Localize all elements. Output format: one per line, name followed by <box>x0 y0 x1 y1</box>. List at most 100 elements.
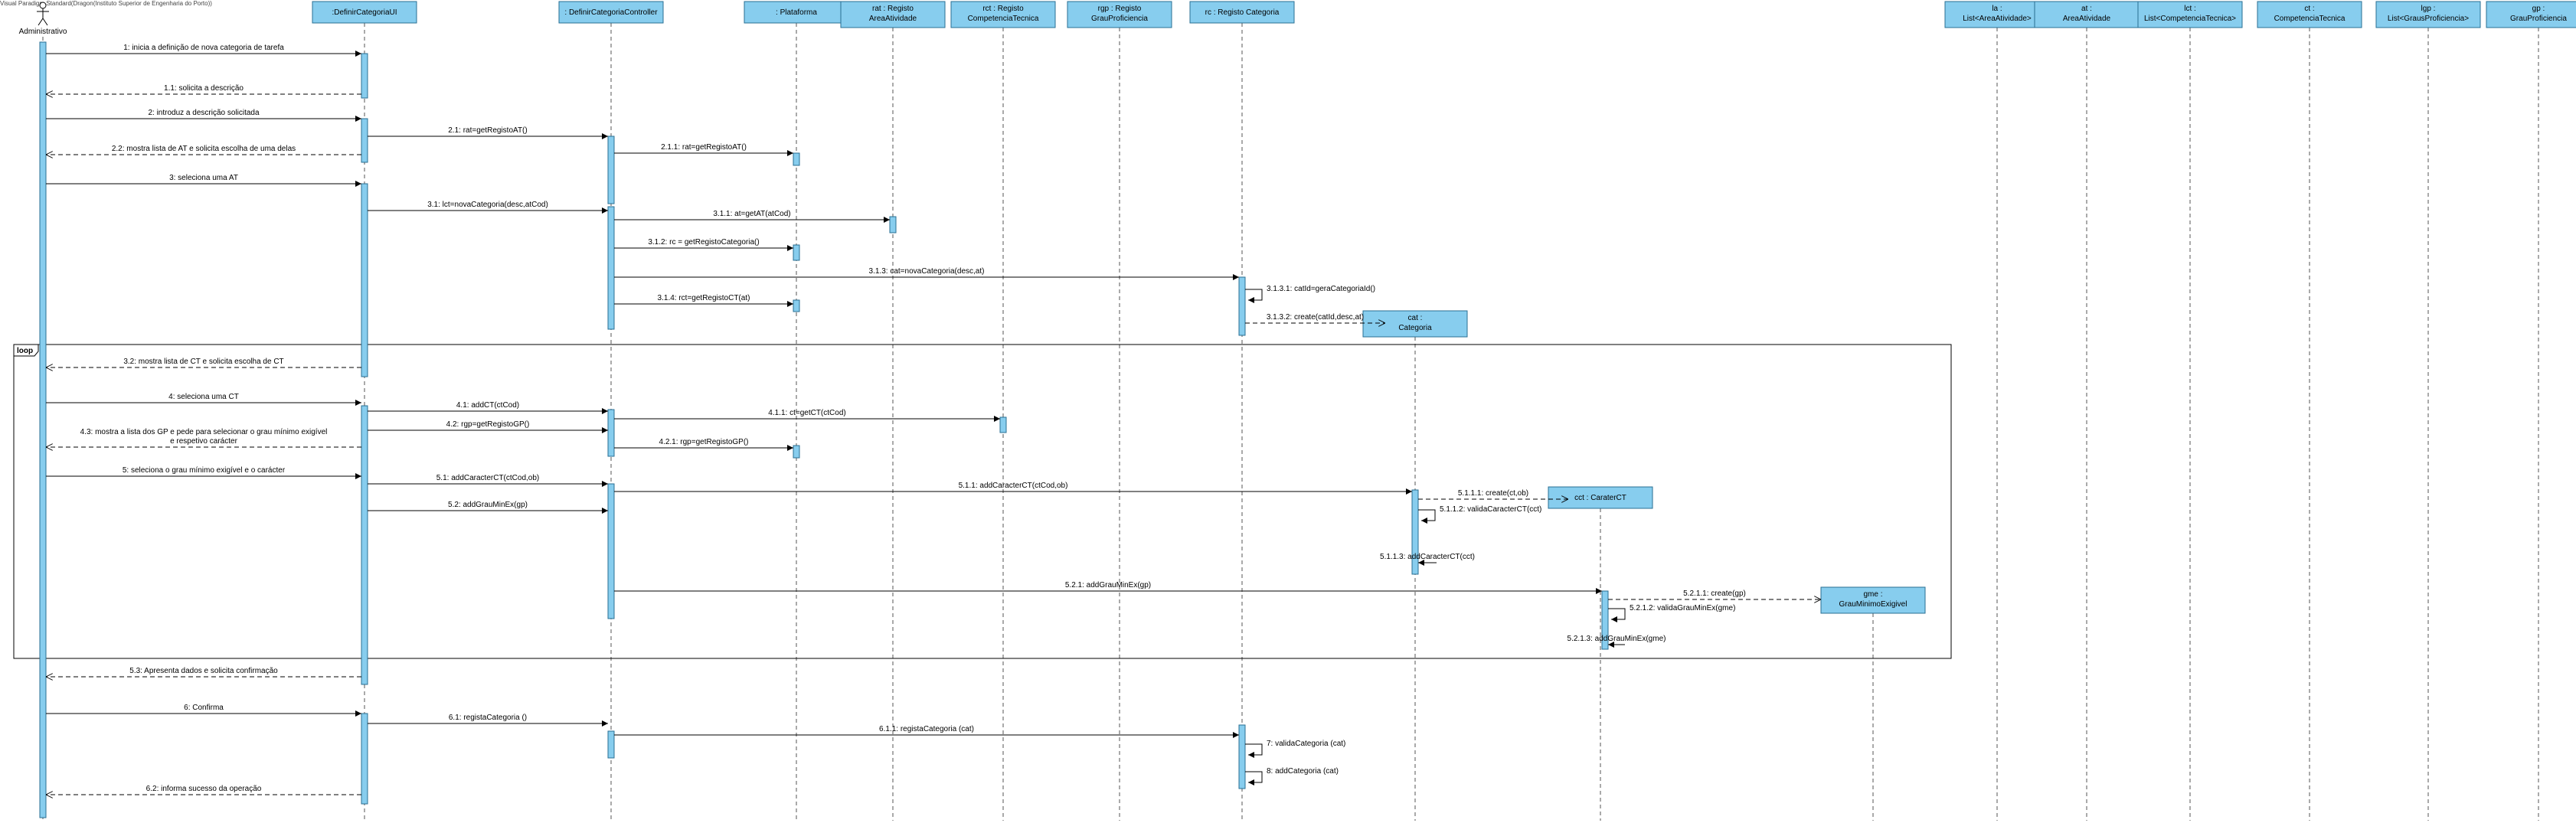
message-14: 3.1.3.2: create(catId,desc,at) <box>1245 313 1385 323</box>
message-label: 3.1.1: at=getAT(atCod) <box>713 210 790 218</box>
message-34: 6: Confirma <box>46 704 361 717</box>
message-label: 5.2.1.2: validaGrauMinEx(gme) <box>1630 604 1735 612</box>
participant-rat-label: AreaAtividade <box>869 15 917 23</box>
created-gme-label: GrauMinimoExigivel <box>1839 600 1907 609</box>
message-16: 4: seleciona uma CT <box>46 393 361 406</box>
message-10: 3.1.2: rc = getRegistoCategoria() <box>614 238 793 251</box>
participant-ui: :DefinirCategoriaUI <box>312 1 417 24</box>
message-label: 3.1.3.1: catId=geraCategoriaId() <box>1267 285 1375 293</box>
message-32: 5.2.1.3: addGrauMinEx(gme) <box>1568 635 1666 648</box>
message-2: 1.1: solicita a descrição <box>46 84 361 94</box>
message-15: 3.2: mostra lista de CT e solicita escol… <box>46 358 361 367</box>
participant-rgp-box <box>1067 1 1172 28</box>
participant-lct: lct : List<CompetenciaTecnica> <box>2137 1 2243 28</box>
participant-plat-box <box>744 1 849 24</box>
activation-bar <box>607 136 615 204</box>
participant-at-label: AreaAtividade <box>2063 15 2111 23</box>
activation-bar <box>1238 724 1246 789</box>
message-7: 3: seleciona uma AT <box>46 174 361 187</box>
message-label: 5: seleciona o grau mínimo exigível e o … <box>123 466 286 475</box>
activation-bar <box>607 409 615 457</box>
participant-rat-box <box>840 1 946 28</box>
message-label: 5.1: addCaracterCT(ctCod,ob) <box>436 474 540 482</box>
participant-gp-label: gp : <box>2532 5 2545 13</box>
loop-tag <box>13 344 39 357</box>
participant-rgp-label: rgp : Registo <box>1098 5 1142 13</box>
message-label: 3.1.2: rc = getRegistoCategoria() <box>648 238 759 247</box>
message-arrow <box>1608 608 1626 622</box>
message-label: 3.2: mostra lista de CT e solicita escol… <box>123 358 283 366</box>
message-label: 2.1.1: rat=getRegistoAT() <box>661 143 747 152</box>
loop-fragment <box>13 344 1952 659</box>
participant-ctrl-box <box>558 1 664 24</box>
activation-bar <box>361 53 368 99</box>
message-17: 4.1: addCT(ctCod) <box>368 401 608 414</box>
message-label: 5.3: Apresenta dados e solicita confirma… <box>129 667 278 675</box>
message-30: 5.2.1.1: create(gp) <box>1608 589 1821 599</box>
message-29: 5.2.1: addGrauMinEx(gp) <box>614 581 1602 594</box>
participant-at-label: at : <box>2081 5 2092 13</box>
participant-rc-box <box>1189 1 1295 24</box>
loop-label: loop <box>17 347 33 355</box>
message-label: 3: seleciona uma AT <box>169 174 238 182</box>
message-21: 4.2.1: rgp=getRegistoGP() <box>614 438 793 451</box>
message-19: 4.2: rgp=getRegistoGP() <box>368 420 608 433</box>
message-label: 3.1.3: cat=novaCategoria(desc,at) <box>869 267 985 276</box>
message-label: 2: introduz a descrição solicitada <box>148 109 260 117</box>
message-5: 2.1.1: rat=getRegistoAT() <box>614 143 793 156</box>
message-27: 5.1.1.2: validaCaracterCT(cct) <box>1418 505 1541 524</box>
participant-ctrl-label: : DefinirCategoriaController <box>564 8 658 17</box>
participant-ct-box <box>2257 1 2362 28</box>
message-31: 5.2.1.2: validaGrauMinEx(gme) <box>1608 604 1735 622</box>
message-label: 5.2: addGrauMinEx(gp) <box>448 501 528 509</box>
activation-bar <box>39 41 47 818</box>
message-22: 5: seleciona o grau mínimo exigível e o … <box>46 466 361 479</box>
participant-gp-label: GrauProficiencia <box>2510 15 2567 23</box>
activation-bar <box>793 152 800 166</box>
message-24: 5.1.1: addCaracterCT(ctCod,ob) <box>614 482 1412 495</box>
activation-bar <box>607 206 615 330</box>
message-label: 5.2.1.3: addGrauMinEx(gme) <box>1568 635 1666 643</box>
actor-head <box>39 2 47 9</box>
activation-bar <box>1238 276 1246 336</box>
participant-lct-label: List<CompetenciaTecnica> <box>2144 15 2236 23</box>
message-23: 5.1: addCaracterCT(ctCod,ob) <box>368 474 608 487</box>
message-25: 5.1.1.1: create(ct,ob) <box>1418 489 1568 499</box>
actor-administrativo: Administrativo <box>19 2 67 36</box>
message-label: 4.3: mostra a lista dos GP e pede para s… <box>80 428 328 436</box>
created-gme-label: gme : <box>1863 590 1882 599</box>
message-36: 6.1.1: registaCategoria (cat) <box>614 725 1239 738</box>
participant-gp: gp : GrauProficiencia <box>2486 1 2576 28</box>
participant-lgp: lgp : List<GrausProficiencia> <box>2375 1 2481 28</box>
message-39: 6.2: informa sucesso da operação <box>46 785 361 795</box>
participant-lgp-label: List<GrausProficiencia> <box>2388 15 2469 23</box>
participant-ct-label: CompetenciaTecnica <box>2274 15 2346 23</box>
message-12: 3.1.4: rct=getRegistoCT(at) <box>614 294 793 307</box>
message-label: 4.1: addCT(ctCod) <box>456 401 519 410</box>
activation-bar <box>889 216 897 234</box>
participant-rct-label: rct : Registo <box>982 5 1024 13</box>
participant-lgp-box <box>2375 1 2481 28</box>
message-label: 6.1: registaCategoria () <box>449 714 527 722</box>
participant-ui-label: :DefinirCategoriaUI <box>332 8 397 17</box>
message-label: 3.1.3.2: create(catId,desc,at) <box>1267 313 1364 322</box>
activation-bar <box>607 483 615 619</box>
activation-bar <box>793 244 800 261</box>
activation-bar <box>1411 489 1419 575</box>
created-cat: cat :Categoria <box>1362 310 1468 338</box>
participant-rct-label: CompetenciaTecnica <box>968 15 1039 23</box>
participant-rgp-label: GrauProficiencia <box>1091 15 1148 23</box>
activation-bar <box>361 118 368 163</box>
message-18: 4.1.1: ct=getCT(ctCod) <box>614 409 1000 422</box>
message-38: 8: addCategoria (cat) <box>1245 767 1339 785</box>
participant-gp-box <box>2486 1 2576 28</box>
participant-lct-label: lct : <box>2184 5 2196 13</box>
message-label: 4: seleciona uma CT <box>168 393 239 401</box>
message-37: 7: validaCategoria (cat) <box>1245 740 1345 758</box>
participant-lgp-label: lgp : <box>2421 5 2436 13</box>
message-label: 3.1.4: rct=getRegistoCT(at) <box>658 294 750 302</box>
actor-name: Administrativo <box>19 28 67 36</box>
